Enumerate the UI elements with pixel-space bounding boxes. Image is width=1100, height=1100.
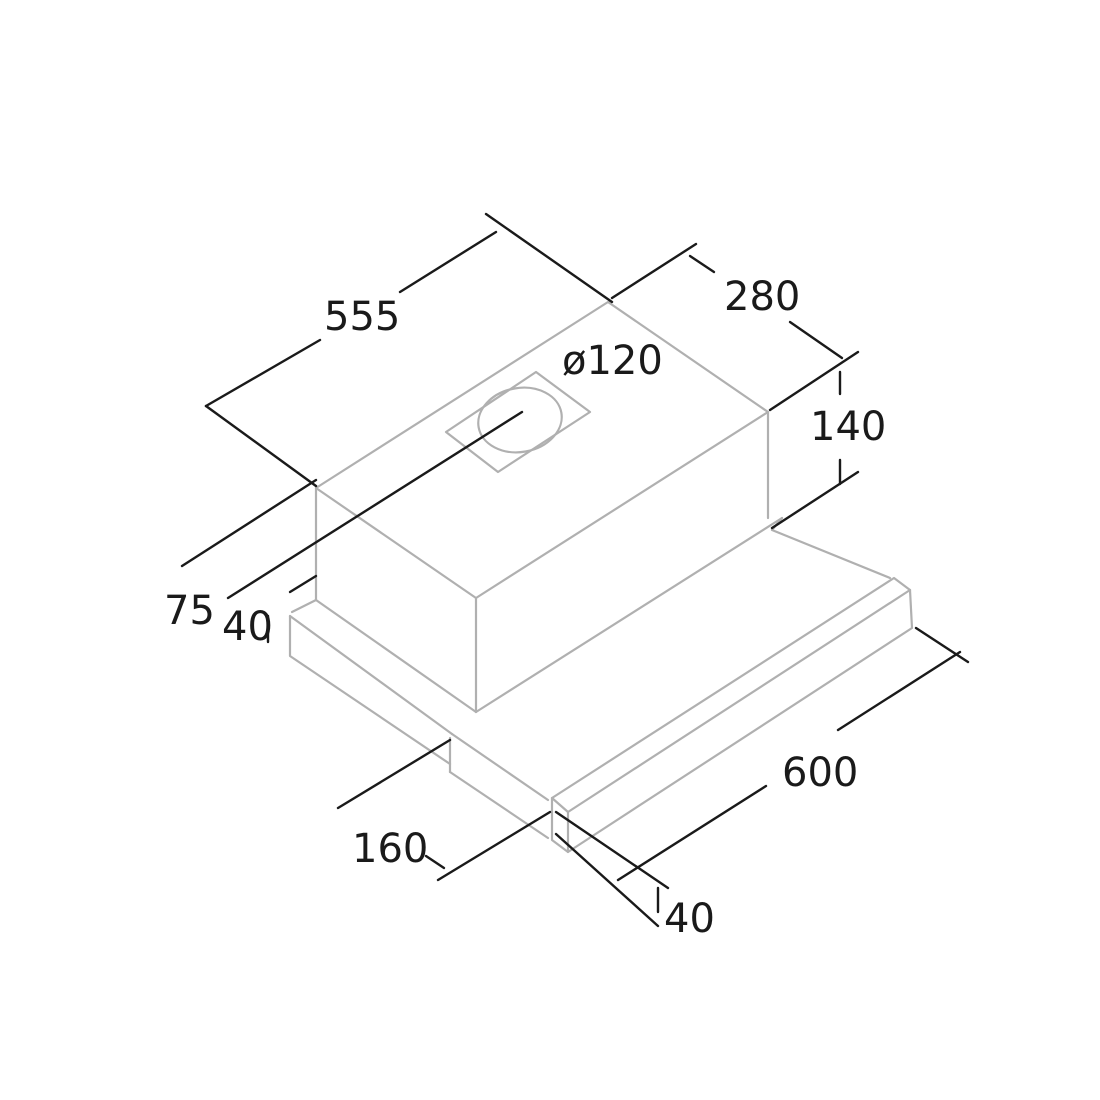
label-120: ø120 — [562, 338, 663, 384]
label-555: 555 — [324, 294, 400, 340]
dim-280-line-a — [688, 254, 716, 274]
dimension-labels: 555 280 ø120 140 75 40 160 600 40 — [164, 274, 886, 942]
drawer-top — [450, 732, 550, 802]
dim-280-ext-top — [610, 242, 698, 300]
drawer-side — [770, 516, 892, 580]
dim-600-line-b — [616, 784, 768, 882]
dim-140-ext-bottom — [770, 470, 860, 530]
dim-40-front-line — [554, 810, 670, 890]
label-280: 280 — [724, 274, 800, 320]
dim-75-line — [180, 478, 318, 568]
dimension-lines — [180, 212, 970, 928]
base-plate-left — [288, 614, 452, 766]
body-top-face — [314, 300, 770, 600]
hood-outline — [288, 300, 914, 854]
dim-160-line-c — [436, 810, 552, 882]
dim-40-side-ext — [288, 574, 318, 594]
handle-front — [566, 588, 914, 854]
dim-600-line-a — [836, 650, 962, 732]
label-75: 75 — [164, 588, 215, 634]
label-40-side: 40 — [222, 604, 273, 650]
dim-40-front-ext — [554, 832, 660, 928]
body-bottom-edge — [474, 516, 784, 714]
dim-555-line-b — [398, 230, 498, 294]
base-plate-top — [288, 614, 454, 736]
dim-160-line-a — [336, 738, 452, 810]
duct-circle — [477, 386, 563, 454]
label-160: 160 — [352, 826, 428, 872]
handle-left — [550, 796, 570, 854]
label-40-front: 40 — [664, 896, 715, 942]
label-140: 140 — [810, 404, 886, 450]
dim-280-line-b — [788, 320, 844, 360]
duct-plate — [444, 370, 592, 474]
dim-555-ext-left — [204, 404, 318, 488]
dim-555-ext-right — [484, 212, 614, 304]
label-600: 600 — [782, 750, 858, 796]
base-plate — [290, 598, 318, 614]
body-bottom-left — [314, 598, 478, 714]
drawer-left — [448, 770, 550, 840]
dim-555-line-a — [204, 338, 322, 408]
dim-280-ext-right — [768, 350, 860, 412]
dim-120-leader — [226, 410, 524, 600]
dim-600-ext-right — [914, 626, 970, 664]
dim-160-line-b — [424, 854, 446, 870]
